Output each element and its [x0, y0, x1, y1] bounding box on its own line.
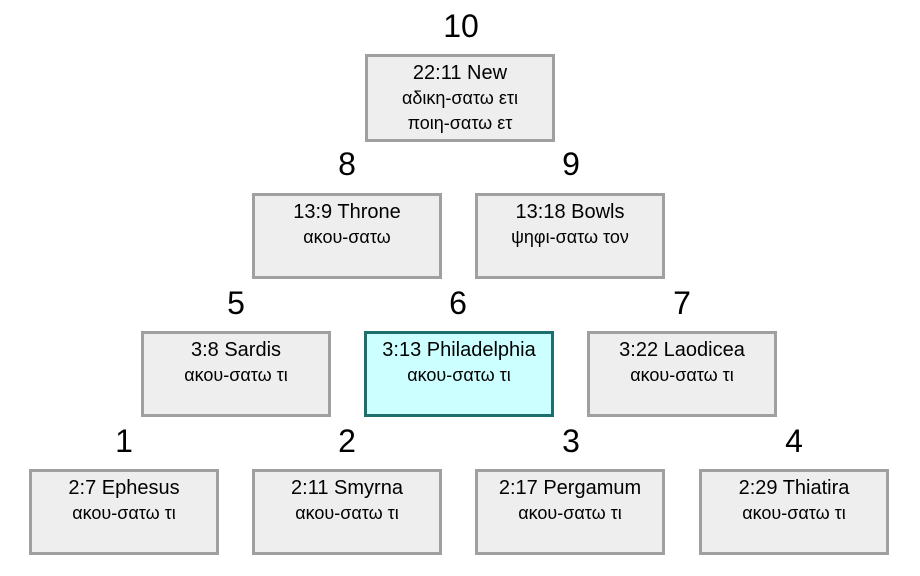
node-number-2: 2 — [338, 423, 356, 459]
node-number-8: 8 — [338, 146, 356, 182]
node-greek-line-1: ακου-σατω τι — [184, 365, 288, 385]
node-greek-line-1: αδικη-σατω ετι — [402, 88, 518, 108]
node-box-2: 2:11 Smyrna ακου-σατω τι — [252, 469, 442, 555]
node-number-3: 3 — [562, 423, 580, 459]
node-ref: 2:11 Smyrna — [291, 477, 403, 499]
node-box-7: 3:22 Laodicea ακου-σατω τι — [587, 331, 777, 417]
node-greek-line-1: ψηφι-σατω τον — [511, 227, 629, 247]
node-ref: 13:18 Bowls — [515, 201, 625, 223]
node-box-10: 22:11 New αδικη-σατω ετι ποιη-σατω ετ — [365, 54, 555, 142]
node-greek-line-1: ακου-σατω — [303, 227, 391, 247]
node-ref: 3:8 Sardis — [190, 339, 282, 361]
node-number-7: 7 — [673, 285, 691, 321]
node-number-4: 4 — [785, 423, 803, 459]
node-box-9: 13:18 Bowls ψηφι-σατω τον — [475, 193, 665, 279]
node-greek-line-1: ακου-σατω τι — [630, 365, 734, 385]
node-number-5: 5 — [227, 285, 245, 321]
node-box-6-highlighted: 3:13 Philadelphia ακου-σατω τι — [364, 331, 554, 417]
node-box-4: 2:29 Thiatira ακου-σατω τι — [699, 469, 889, 555]
node-ref: 2:29 Thiatira — [738, 477, 850, 499]
node-ref: 13:9 Throne — [293, 201, 401, 223]
node-greek-line-1: ακου-σατω τι — [407, 365, 511, 385]
node-greek-line-1: ακου-σατω τι — [295, 503, 399, 523]
node-ref: 3:22 Laodicea — [619, 339, 745, 361]
node-greek-line-2: ποιη-σατω ετ — [407, 113, 513, 133]
node-ref: 2:7 Ephesus — [68, 477, 180, 499]
node-box-5: 3:8 Sardis ακου-σατω τι — [141, 331, 331, 417]
node-number-9: 9 — [562, 146, 580, 182]
node-number-10: 10 — [443, 8, 479, 44]
node-box-8: 13:9 Throne ακου-σατω — [252, 193, 442, 279]
node-greek-line-1: ακου-σατω τι — [742, 503, 846, 523]
node-greek-line-1: ακου-σατω τι — [518, 503, 622, 523]
node-ref: 2:17 Pergamum — [498, 477, 642, 499]
node-ref: 3:13 Philadelphia — [382, 339, 536, 361]
node-box-3: 2:17 Pergamum ακου-σατω τι — [475, 469, 665, 555]
node-greek-line-1: ακου-σατω τι — [72, 503, 176, 523]
node-number-6: 6 — [449, 285, 467, 321]
node-number-1: 1 — [115, 423, 133, 459]
node-box-1: 2:7 Ephesus ακου-σατω τι — [29, 469, 219, 555]
node-ref: 22:11 New — [412, 62, 508, 84]
